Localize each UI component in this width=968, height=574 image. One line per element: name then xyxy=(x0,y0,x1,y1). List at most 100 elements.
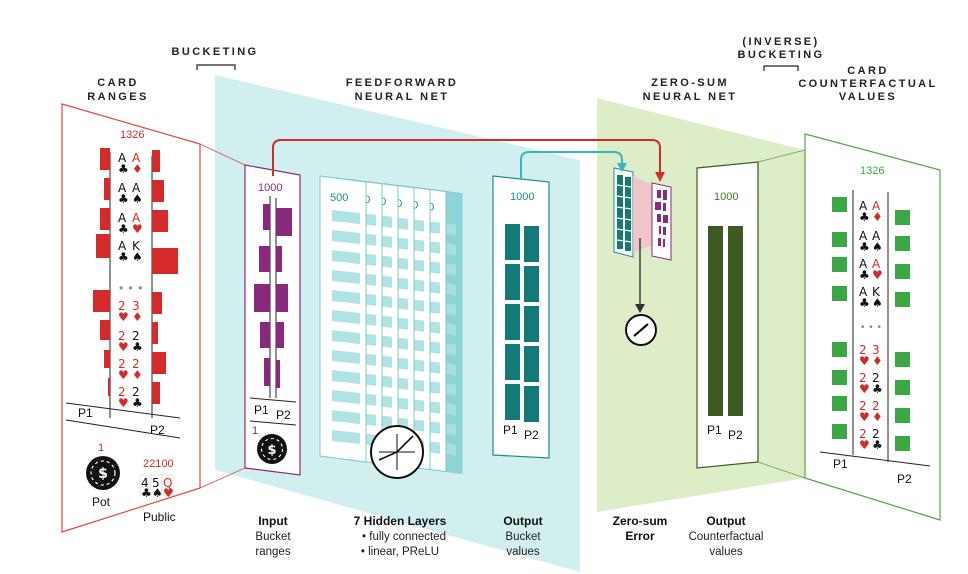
hand-card-pair: 2♥2♣ xyxy=(116,384,144,410)
svg-text:CARD: CARD xyxy=(847,65,888,77)
cf-hand-card-pair: A♣A♥ xyxy=(859,257,883,282)
public-value: 22100 xyxy=(143,458,174,470)
output-p1-label: P1 xyxy=(503,423,518,437)
svg-text:♠: ♠ xyxy=(872,240,883,254)
cf-hand-list: A♣A♦A♣A♠A♣A♥A♣K♠2♥3♦2♥2♣2♥2♦2♥2♣ xyxy=(859,199,883,452)
svg-text:♥: ♥ xyxy=(872,268,883,282)
caption-hidden: 7 Hidden Layers • fully connected • line… xyxy=(354,514,447,558)
ranges-hand-list: A♣A♦A♣A♠A♣A♥A♣K♠2♥3♦2♥2♣2♥2♦2♥2♣ xyxy=(116,150,144,410)
svg-text:COUNTERFACTUAL: COUNTERFACTUAL xyxy=(798,78,937,90)
cf-values-count: 1326 xyxy=(860,165,884,177)
output-bucket-cell xyxy=(524,266,539,302)
cf-p1-bars xyxy=(832,197,847,439)
svg-text:♣: ♣ xyxy=(141,486,152,500)
caption-zerosum: Zero-sum Error xyxy=(613,514,668,543)
cf-hand-card-pair: 2♥2♣ xyxy=(859,371,883,396)
ranges-p2-label: P2 xyxy=(150,423,165,437)
zerosum-net xyxy=(613,167,672,346)
svg-text:3: 3 xyxy=(872,343,880,357)
svg-text:values: values xyxy=(709,546,742,558)
svg-text:♠: ♠ xyxy=(152,486,163,500)
svg-text:♥: ♥ xyxy=(132,222,143,236)
header-card-counterfactual-values: CARD COUNTERFACTUAL VALUES xyxy=(798,65,937,103)
caption-cf-output: Output Counterfactual values xyxy=(689,514,764,558)
cf-output-p2-label: P2 xyxy=(728,428,743,442)
input-count: 1000 xyxy=(258,182,282,194)
svg-text:2: 2 xyxy=(118,385,126,399)
svg-text:4: 4 xyxy=(141,476,149,490)
svg-text:♣: ♣ xyxy=(859,296,870,310)
svg-text:A: A xyxy=(118,151,127,165)
output-bucket-cell xyxy=(505,344,520,380)
svg-text:A: A xyxy=(872,199,881,213)
pot-chip-icon: $ xyxy=(86,456,120,490)
svg-text:♥: ♥ xyxy=(163,486,174,500)
prelu-activation-icon xyxy=(370,425,424,479)
output-bucket-cell xyxy=(524,306,539,342)
p1-range-bars xyxy=(93,148,110,396)
hand-card-pair: 2♥3♦ xyxy=(116,298,144,324)
svg-text:A: A xyxy=(872,229,881,243)
svg-text:ranges: ranges xyxy=(255,546,290,558)
svg-text:$: $ xyxy=(98,466,108,482)
svg-text:2: 2 xyxy=(132,385,140,399)
svg-text:values: values xyxy=(506,546,539,558)
svg-text:Output: Output xyxy=(706,514,745,528)
svg-text:2: 2 xyxy=(859,427,867,441)
svg-text:A: A xyxy=(859,285,868,299)
svg-text:♣: ♣ xyxy=(872,438,883,452)
cf-output-column xyxy=(728,226,743,416)
svg-text:Zero-sum: Zero-sum xyxy=(613,514,668,528)
output-bucket-bars xyxy=(505,224,539,422)
pot-value: 1 xyxy=(98,442,104,454)
svg-text:2: 2 xyxy=(118,299,126,313)
hand-card-pair: A♣A♠ xyxy=(116,180,144,206)
svg-text:♥: ♥ xyxy=(118,368,129,382)
input-p2-bars xyxy=(276,208,292,388)
output-bucket-cell xyxy=(505,304,520,340)
svg-text:7 Hidden Layers: 7 Hidden Layers xyxy=(354,514,447,528)
header-card-ranges: CARD RANGES xyxy=(87,77,146,103)
svg-text:♠: ♠ xyxy=(872,296,883,310)
cf-p2-label: P2 xyxy=(897,472,912,486)
svg-text:• fully connected: • fully connected xyxy=(362,531,446,543)
svg-text:NEURAL NET: NEURAL NET xyxy=(355,91,450,103)
ranges-p1-label: P1 xyxy=(78,406,93,420)
cf-hand-card-pair: A♣A♠ xyxy=(859,229,883,254)
hidden-layers-stack: 0000000000 xyxy=(319,175,463,475)
svg-text:♥: ♥ xyxy=(859,438,870,452)
card-ranges-panel: 1326 A♣A♦A♣A♠A♣A♥A♣K♠2♥3 xyxy=(61,103,246,533)
hand-card-pair: A♣K♠ xyxy=(116,238,144,264)
output-panel: 1000 P1 P2 xyxy=(492,175,550,459)
cf-output-p1-label: P1 xyxy=(707,423,722,437)
svg-text:♣: ♣ xyxy=(118,250,129,264)
svg-text:2: 2 xyxy=(859,371,867,385)
svg-text:A: A xyxy=(132,211,141,225)
svg-text:♣: ♣ xyxy=(118,222,129,236)
p2-range-bars xyxy=(152,150,178,404)
caption-output: Output Bucket values xyxy=(503,514,542,558)
svg-text:2: 2 xyxy=(872,427,880,441)
svg-text:♠: ♠ xyxy=(132,192,143,206)
hand-card-pair: 2♥2♦ xyxy=(116,356,144,382)
output-p2-label: P2 xyxy=(524,428,539,442)
svg-text:K: K xyxy=(872,285,881,299)
ranges-count: 1326 xyxy=(120,129,144,141)
svg-text:2: 2 xyxy=(132,329,140,343)
cf-p2-bars xyxy=(895,210,910,451)
svg-text:CARD: CARD xyxy=(97,77,138,89)
svg-text:♠: ♠ xyxy=(132,250,143,264)
svg-text:♦: ♦ xyxy=(872,210,883,224)
pot-label: Pot xyxy=(92,495,111,509)
cf-hand-card-pair: A♣K♠ xyxy=(859,285,883,310)
svg-text:♥: ♥ xyxy=(859,382,870,396)
cf-p1-label: P1 xyxy=(833,457,848,471)
hand-card-pair: 2♥2♣ xyxy=(116,328,144,354)
svg-text:2: 2 xyxy=(859,343,867,357)
output-bucket-cell xyxy=(524,346,539,382)
svg-text:BUCKETING: BUCKETING xyxy=(172,46,259,58)
svg-text:A: A xyxy=(132,151,141,165)
output-bucket-cell xyxy=(524,226,539,262)
svg-text:A: A xyxy=(118,239,127,253)
